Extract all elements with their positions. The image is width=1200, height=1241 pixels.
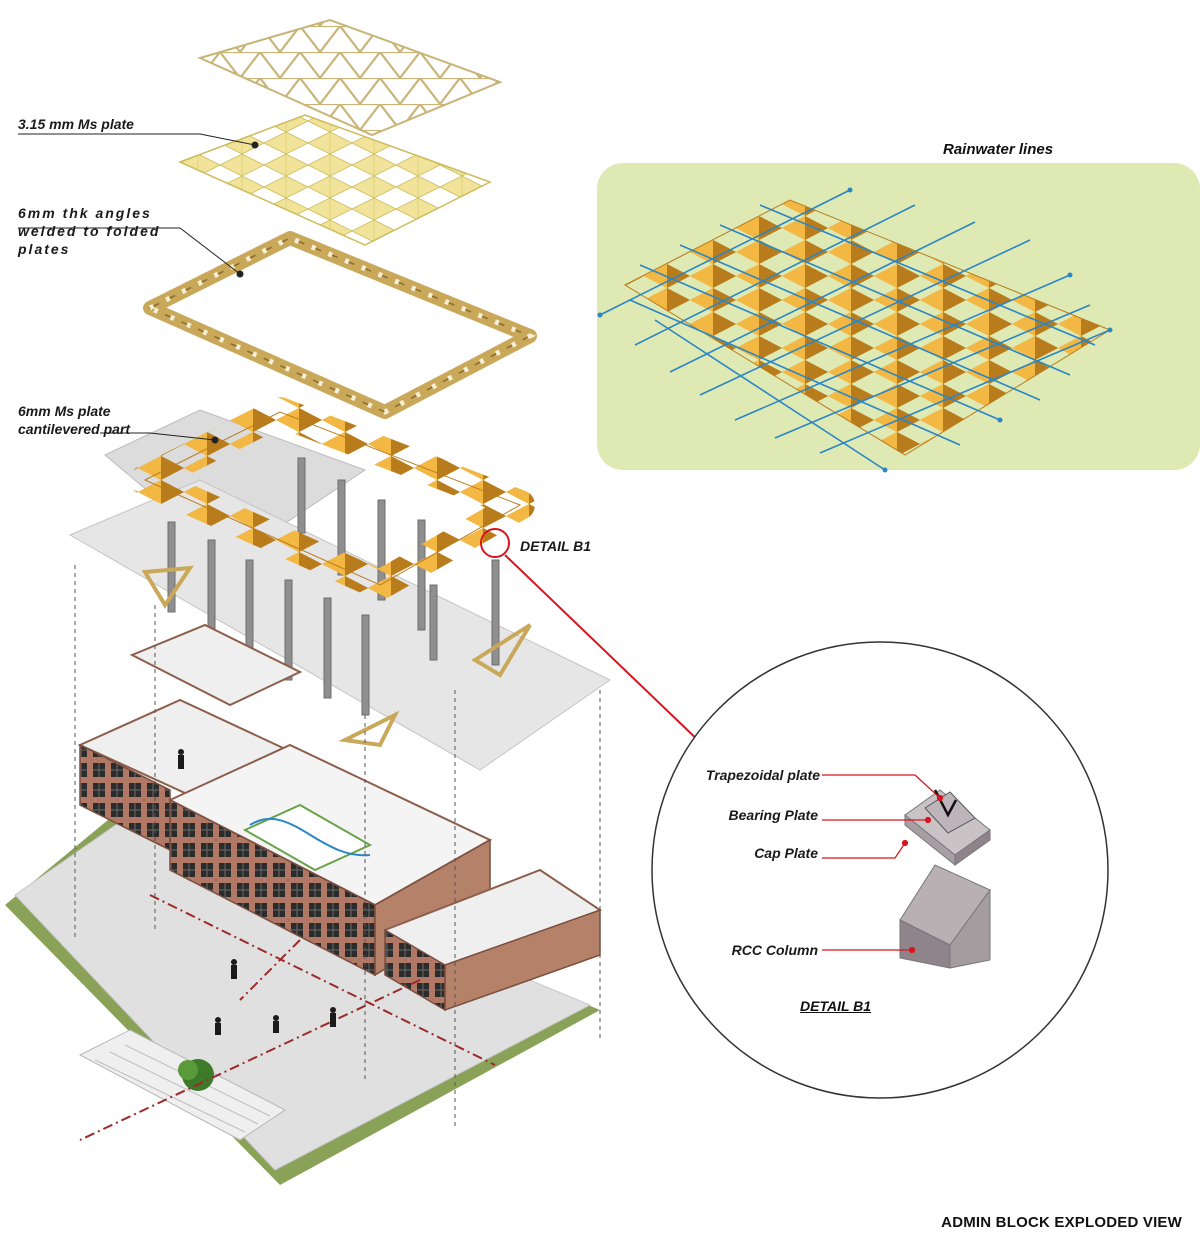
- people-figures: [178, 749, 336, 1035]
- angles-ring-layer: [143, 231, 537, 419]
- trapezoidal-plate-label: Trapezoidal plate: [705, 767, 820, 783]
- cantilever-slab: [68, 409, 611, 771]
- label-leaders: [18, 133, 259, 444]
- top-truss-grid: [197, 18, 503, 137]
- angles-label-line3: plates: [18, 241, 71, 257]
- folded-plate-ring: [130, 397, 535, 600]
- site-ground: [5, 810, 600, 1185]
- rainwater-panel-title: Rainwater lines: [943, 141, 1054, 158]
- cap-plate-label: Cap Plate: [754, 845, 818, 861]
- bearing-plate-label: Bearing Plate: [728, 807, 818, 823]
- ms-plate-label: 3.15 mm Ms plate: [18, 116, 134, 132]
- angles-label-line1: 6mm thk angles: [18, 205, 152, 221]
- rainwater-panel: [597, 163, 1200, 473]
- ms-plate-layer: [178, 114, 492, 246]
- cantilever-label-line2: cantilevered part: [18, 421, 131, 437]
- detail-b1-circle: [651, 641, 1109, 1099]
- detail-callout-label: DETAIL B1: [520, 538, 592, 554]
- admin-block-building: [77, 623, 603, 1012]
- detail-b1-title: DETAIL B1: [800, 998, 872, 1014]
- cantilever-label-line1: 6mm Ms plate: [18, 403, 111, 419]
- projection-lines: [74, 565, 601, 1130]
- page-title: ADMIN BLOCK EXPLODED VIEW: [941, 1214, 1182, 1231]
- rcc-column-label: RCC Column: [731, 942, 818, 958]
- angles-label-line2: welded to folded: [18, 223, 161, 239]
- circulation-lines: [79, 894, 496, 1141]
